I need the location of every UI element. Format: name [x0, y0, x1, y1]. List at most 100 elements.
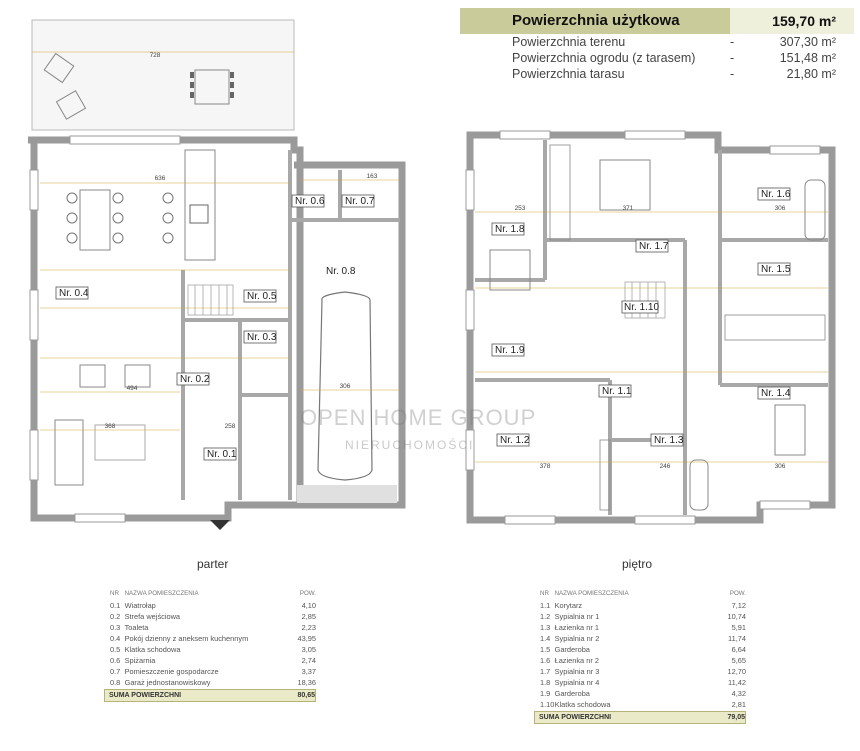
- windows: [465, 130, 821, 525]
- table-header: NR NAZWA POMIESZCZENIA POW.: [104, 588, 316, 600]
- room-area: 5,65: [731, 656, 746, 665]
- room-label: Nr. 0.6: [295, 196, 325, 207]
- watermark-text: OPEN HOME GROUP: [300, 405, 537, 430]
- room-label: Nr. 1.1: [602, 386, 632, 397]
- room-nr: 1.5: [540, 645, 551, 654]
- room-nr: 0.1: [110, 601, 121, 610]
- room-nr: 0.4: [110, 634, 121, 643]
- dining-table: [79, 189, 111, 251]
- room-area: 10,74: [727, 612, 746, 621]
- room-nr: 1.1: [540, 601, 551, 610]
- dining-chairs: [66, 192, 174, 244]
- room-nr: 1.9: [540, 689, 551, 698]
- dimension-text: 246: [660, 463, 671, 470]
- lounge-chair: [55, 90, 87, 120]
- summary-row-dash: -: [730, 35, 735, 49]
- room-name: Garderoba: [554, 689, 590, 698]
- usable-area-label: Powierzchnia użytkowa: [460, 8, 730, 34]
- ground-floor-title: parter: [197, 557, 229, 571]
- header-area: POW.: [729, 590, 746, 597]
- summary-row-value: 307,30 m²: [779, 35, 836, 49]
- armchair: [124, 364, 151, 388]
- room-name: Klatka schodowa: [554, 700, 611, 709]
- room-label: Nr. 0.3: [247, 332, 277, 343]
- room-area: 43,95: [297, 634, 316, 643]
- dimension-text: 728: [150, 52, 161, 59]
- room-nr: 1.10: [540, 700, 555, 709]
- watermark-subtext: NIERUCHOMOŚCI: [345, 438, 475, 452]
- interior-walls: [181, 150, 400, 500]
- terrace: [31, 19, 295, 131]
- wardrobes: [549, 144, 826, 511]
- room-name: Korytarz: [554, 601, 583, 610]
- room-area: 5,91: [731, 623, 746, 632]
- room-nr: 0.5: [110, 645, 121, 654]
- room-name: Łazienka nr 2: [554, 656, 599, 665]
- room-area: 2,85: [301, 612, 316, 621]
- header-nr: NR: [110, 590, 119, 597]
- room-name: Spiżarnia: [124, 656, 156, 665]
- room-nr: 1.4: [540, 634, 551, 643]
- header-name: NAZWA POMIESZCZENIA: [124, 590, 199, 597]
- bed: [774, 404, 806, 456]
- room-nr: 0.8: [110, 678, 121, 687]
- dimension-text: 253: [515, 205, 526, 212]
- summary-row-dash: -: [730, 67, 735, 81]
- room-name: Łazienka nr 1: [554, 623, 599, 632]
- room-nr: 1.3: [540, 623, 551, 632]
- summary-row-name: Powierzchnia ogrodu (z tarasem): [512, 51, 696, 65]
- room-label: Nr. 0.1: [207, 449, 237, 460]
- room-label: Nr. 1.5: [761, 264, 791, 275]
- room-area: 4,10: [301, 601, 316, 610]
- sum-label: SUMA POWIERZCHNI: [109, 692, 182, 699]
- room-nr: 0.3: [110, 623, 121, 632]
- room-area: 4,32: [731, 689, 746, 698]
- room-label: Nr. 0.5: [247, 291, 277, 302]
- room-label: Nr. 1.8: [495, 224, 525, 235]
- summary-row-value: 151,48 m²: [779, 51, 836, 65]
- room-area: 7,12: [731, 601, 746, 610]
- entrance-arrow-icon: [210, 520, 230, 530]
- dimension-lines: [40, 179, 400, 431]
- area-summary: Powierzchnia użytkowa 159,70 m² Powierzc…: [460, 8, 854, 82]
- summary-row-name: Powierzchnia tarasu: [512, 67, 625, 81]
- cooktop-icon: [189, 204, 209, 224]
- summary-row-dash: -: [730, 51, 735, 65]
- armchair: [79, 364, 106, 388]
- room-label: Nr. 1.4: [761, 388, 791, 399]
- room-nr: 0.2: [110, 612, 121, 621]
- upper-floor-title: piętro: [622, 557, 653, 571]
- dimension-text: 371: [623, 205, 634, 212]
- dimension-text: 258: [225, 423, 236, 430]
- bathtub-icon: [689, 459, 709, 511]
- dimension-text: 378: [540, 463, 551, 470]
- coffee-table: [94, 424, 146, 461]
- usable-area-header: Powierzchnia użytkowa 159,70 m²: [460, 8, 854, 34]
- dimension-text: 306: [775, 463, 786, 470]
- room-label: Nr. 1.2: [500, 435, 530, 446]
- room-area: 2,74: [301, 656, 316, 665]
- room-name: Klatka schodowa: [124, 645, 181, 654]
- room-area: 11,74: [728, 634, 746, 643]
- table-sum-row: SUMA POWIERZCHNI 79,05: [534, 711, 746, 724]
- lounge-chair: [43, 52, 75, 84]
- upper-room-labels: Nr. 1.1 Nr. 1.2 Nr. 1.3 Nr. 1.4 Nr. 1.5 …: [491, 187, 791, 447]
- room-label: Nr. 1.3: [654, 435, 684, 446]
- table-sum-row: SUMA POWIERZCHNI 80,65: [104, 689, 316, 702]
- room-name: Toaleta: [124, 623, 149, 632]
- bathtub-icon: [804, 179, 826, 241]
- room-name: Sypialnia nr 1: [554, 612, 600, 621]
- room-area: 2,81: [731, 700, 746, 709]
